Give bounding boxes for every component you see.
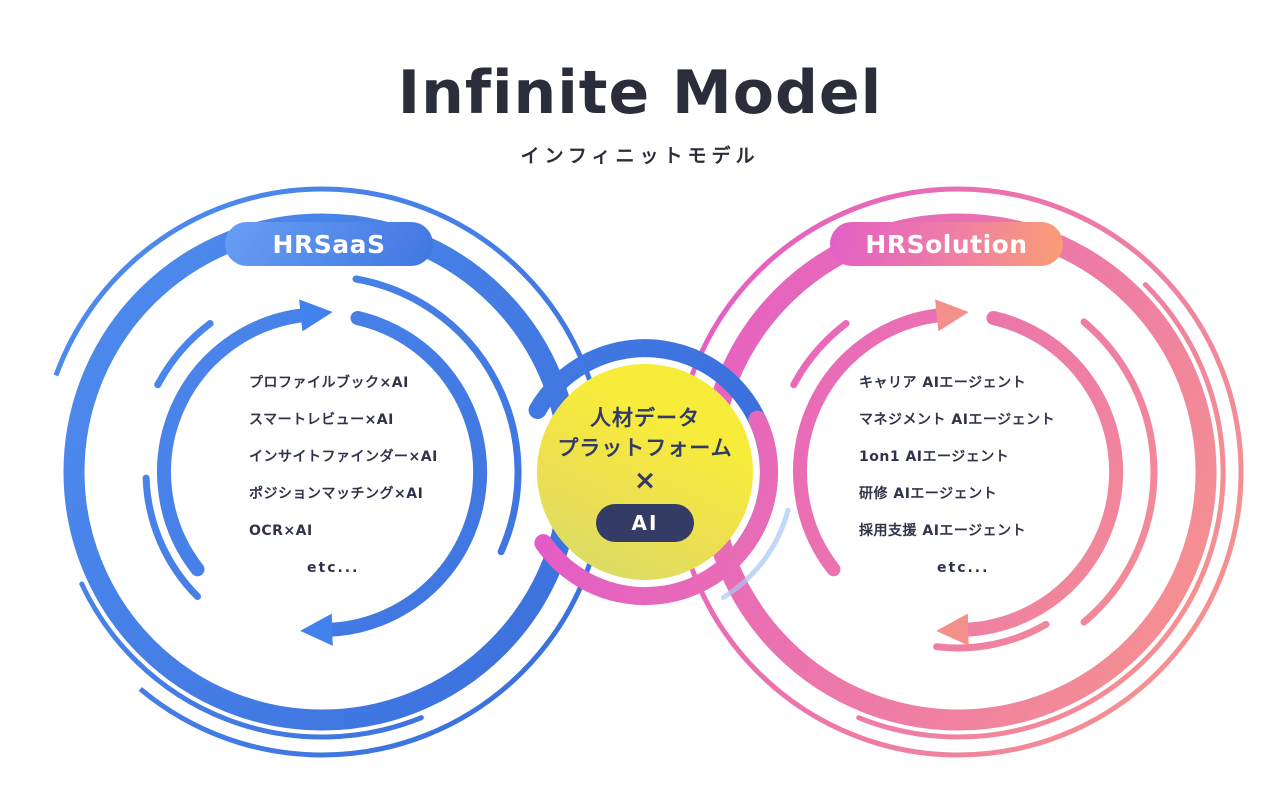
crossing-arc: [720, 507, 791, 600]
blue-ring-arc: [142, 474, 201, 600]
hrsolution-badge: HRSolution: [830, 222, 1063, 266]
times-operator: ×: [633, 464, 657, 496]
blue-ring-arc: [79, 581, 424, 740]
center-text-line1: 人材データ: [590, 405, 700, 430]
page-subtitle: インフィニットモデル: [520, 145, 760, 167]
platform-center-circle: 人材データ プラットフォーム × AI: [537, 364, 753, 580]
list-item: 1on1 AIエージェント: [859, 449, 1010, 465]
list-item: 研修 AIエージェント: [859, 486, 998, 502]
pink-ring-arc: [856, 282, 1226, 740]
crossing-arc: [534, 410, 779, 606]
hrsaas-badge: HRSaaS: [225, 222, 433, 266]
list-item: 採用支援 AIエージェント: [859, 523, 1027, 539]
blue-ring-arc: [154, 320, 214, 389]
hrsaas-item-list: プロファイルブック×AI スマートレビュー×AI インサイトファインダー×AI …: [249, 376, 438, 575]
blue-ring-arc: [157, 299, 333, 577]
list-item: プロファイルブック×AI: [249, 375, 409, 391]
hrsolution-item-list: キャリア AIエージェント マネジメント AIエージェント 1on1 AIエージ…: [859, 376, 1055, 575]
page-title: Infinite Model: [397, 58, 883, 128]
list-item: OCR×AI: [249, 523, 313, 539]
blue-ring-arc: [300, 311, 488, 646]
center-crossing-arcs: [528, 339, 791, 606]
center-text-line2: プラットフォーム: [557, 435, 733, 460]
etc-label: etc...: [937, 560, 990, 576]
pink-ring-arc: [933, 620, 1050, 652]
blue-ring-arc: [352, 275, 522, 556]
etc-label: etc...: [307, 560, 360, 576]
pink-ring-arc: [793, 299, 969, 577]
list-item: スマートレビュー×AI: [249, 412, 394, 428]
list-item: ポジションマッチング×AI: [249, 486, 424, 502]
ai-badge: AI: [596, 503, 694, 542]
pink-ring-arc: [936, 311, 1124, 646]
pink-ring-arc: [1080, 318, 1158, 626]
list-item: マネジメント AIエージェント: [859, 412, 1056, 428]
list-item: インサイトファインダー×AI: [249, 449, 438, 465]
pink-ring-arc: [790, 320, 850, 389]
list-item: キャリア AIエージェント: [859, 375, 1027, 391]
